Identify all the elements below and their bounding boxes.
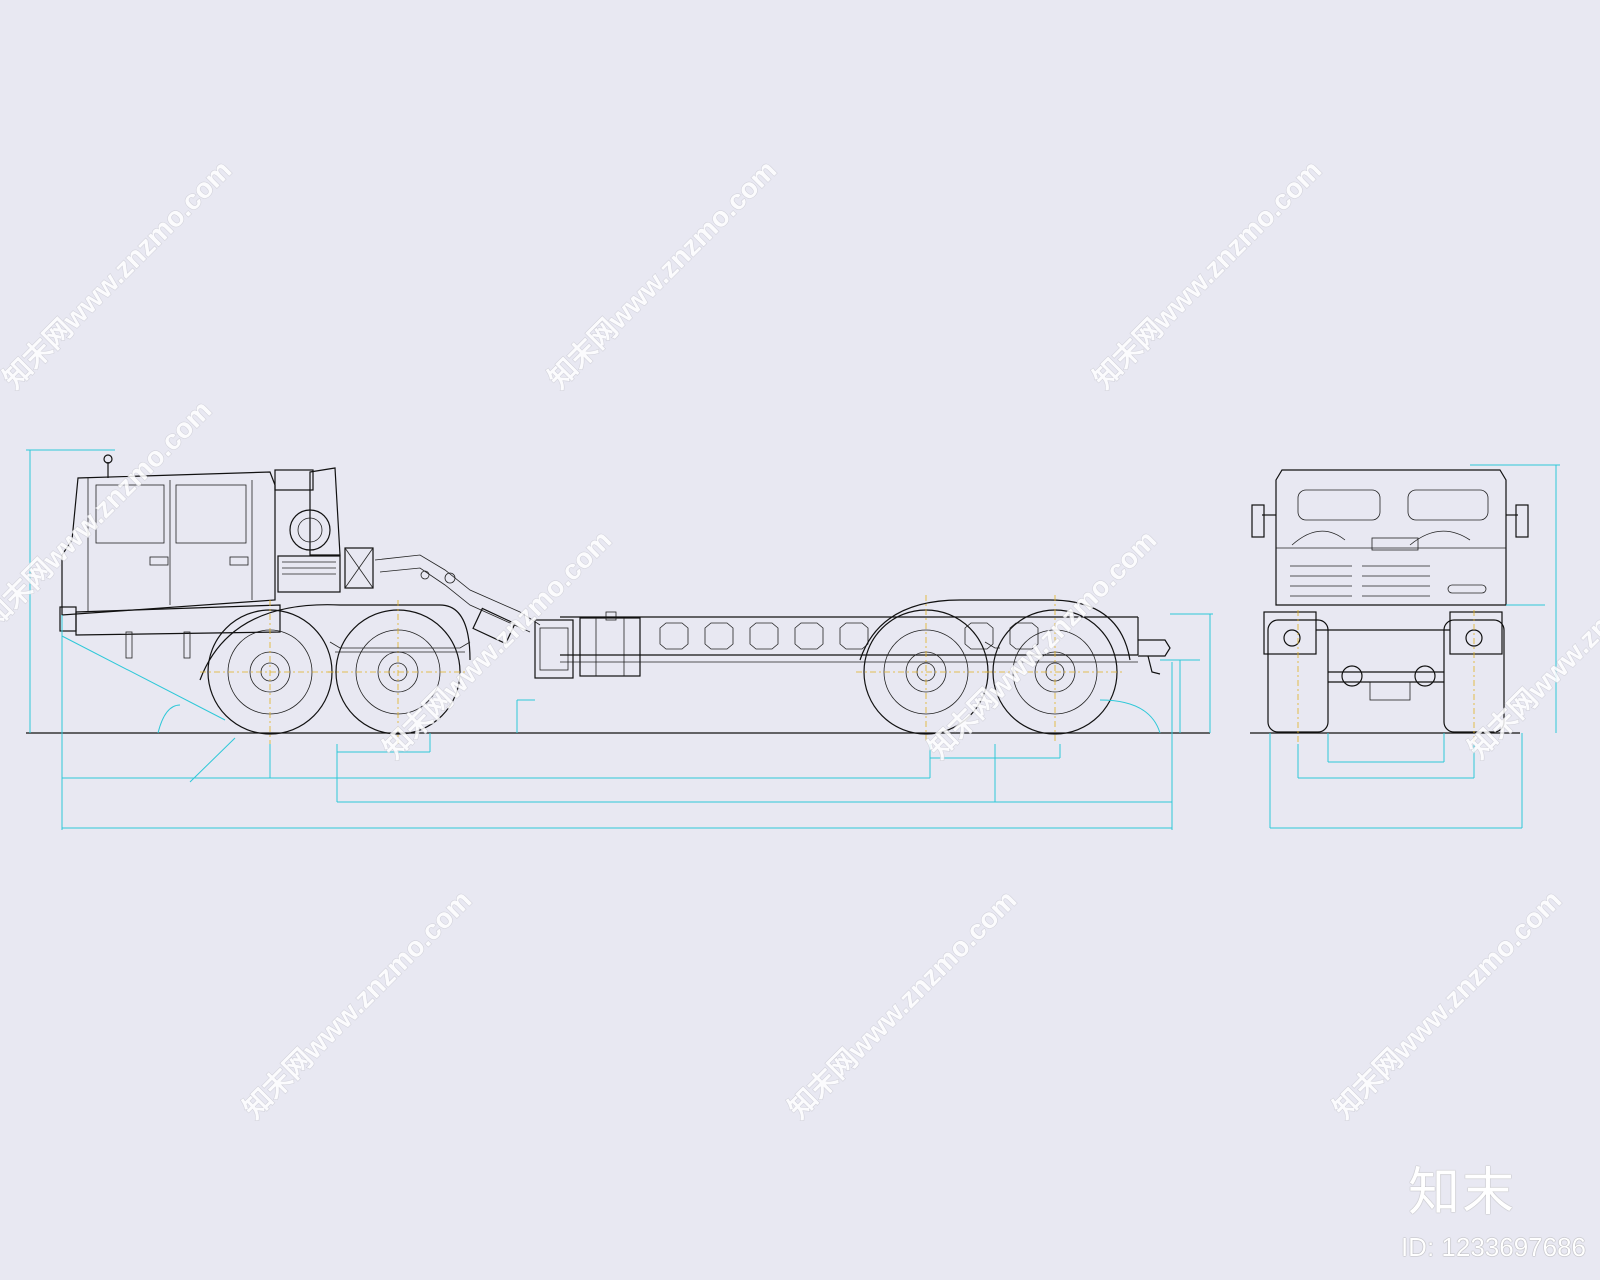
watermark-text: 知末网www.znzmo.com [782, 883, 1023, 1124]
wheel-front-2 [328, 600, 468, 744]
wheel-front-1 [200, 600, 340, 744]
wheel-rear-2 [985, 595, 1125, 744]
brand-id: ID: 1233697686 [1400, 1232, 1586, 1262]
chassis-frame [560, 616, 1171, 675]
brand-logo: 知末 [1408, 1163, 1517, 1223]
door-handle-rear [229, 556, 249, 566]
battery-box [344, 547, 374, 589]
mirror-left [1251, 504, 1276, 538]
air-filter-icon [289, 509, 331, 551]
fuel-tank [579, 617, 641, 677]
door-handle-front [149, 556, 169, 566]
front-fender [199, 604, 471, 681]
truck-front-view [1250, 464, 1560, 829]
watermark-text: 知末网www.znzmo.com [1462, 523, 1600, 764]
rear-fender [859, 599, 1131, 661]
watermark-text: 知末网www.znzmo.com [542, 153, 783, 394]
engine-bay [274, 467, 541, 633]
front-fender-left [1263, 611, 1317, 655]
cab [61, 454, 276, 616]
watermark-text: 知末网www.znzmo.com [0, 393, 217, 634]
coupling-frame [472, 607, 574, 679]
front-axle [1328, 665, 1444, 701]
cab-window-front [95, 484, 165, 544]
shock-right-icon [1414, 665, 1436, 687]
side-dimensions [26, 449, 1213, 830]
grille [1290, 565, 1487, 597]
front-dimensions [1269, 464, 1560, 829]
watermark-text: 知末网www.znzmo.com [0, 153, 237, 394]
shock-left-icon [1341, 665, 1363, 687]
watermark-text: 知末网www.znzmo.com [377, 523, 618, 764]
leaf-springs [329, 641, 1000, 653]
front-fender-right [1449, 611, 1503, 655]
truck-side-view [26, 449, 1213, 830]
headlight-left-icon [1283, 629, 1301, 647]
watermark-layer: 知末网www.znzmo.com 知末网www.znzmo.com 知末网www… [0, 153, 1600, 1125]
cab-window-rear [175, 484, 247, 544]
windshield-left [1297, 489, 1381, 521]
cab-emblem [1371, 537, 1419, 551]
watermark-text: 知末网www.znzmo.com [1087, 153, 1328, 394]
watermark-text: 知末网www.znzmo.com [1327, 883, 1568, 1124]
watermark-text: 知末网www.znzmo.com [237, 883, 478, 1124]
mirror-right [1506, 504, 1529, 538]
windshield-right [1407, 489, 1489, 521]
mirror-icon [103, 454, 113, 464]
